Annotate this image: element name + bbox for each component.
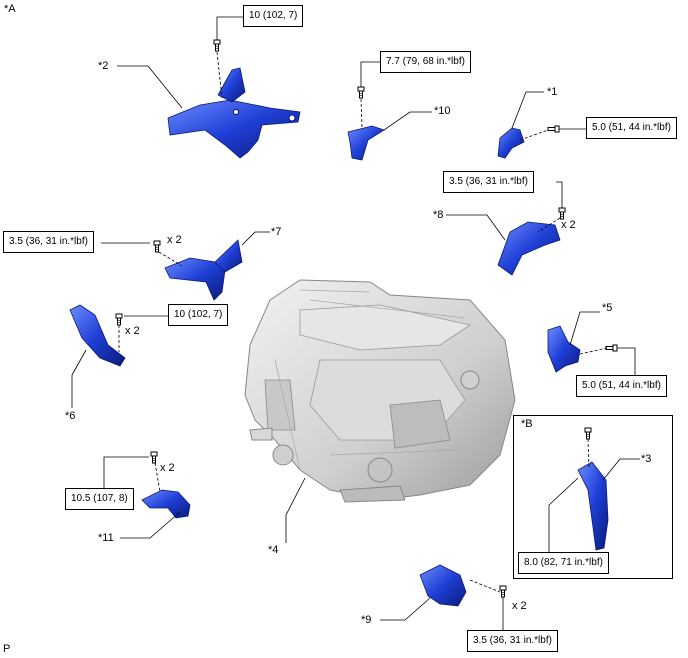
part-label-8: *8 (433, 209, 444, 221)
part-label-7: *7 (271, 226, 282, 238)
bracket-2 (167, 67, 301, 159)
bracket-5 (547, 325, 581, 373)
torque-box-11: 10.5 (107, 8) (65, 488, 134, 510)
part-label-11: *11 (98, 532, 114, 544)
part-label-3: *3 (641, 453, 652, 465)
view-label-p: P (3, 643, 11, 655)
inverter-assembly (244, 279, 516, 503)
bracket-8 (497, 221, 561, 276)
bracket-7 (164, 239, 243, 301)
torque-box-9: 3.5 (36, 31 in.*lbf) (467, 630, 558, 652)
part-label-6: *6 (65, 410, 76, 422)
bracket-11 (141, 489, 191, 519)
part-label-4: *4 (268, 544, 279, 556)
torque-box-2: 10 (102, 7) (243, 5, 304, 27)
torque-box-10: 7.7 (79, 68 in.*lbf) (380, 51, 471, 73)
torque-box-6: 10 (102, 7) (168, 304, 229, 326)
part-label-9: *9 (361, 614, 372, 626)
view-b-frame (513, 415, 673, 579)
quantity-6: x 2 (125, 325, 140, 337)
bracket-6 (69, 304, 126, 367)
torque-box-8: 3.5 (36, 31 in.*lbf) (443, 171, 534, 193)
part-label-5: *5 (602, 302, 613, 314)
bracket-9 (419, 564, 467, 607)
quantity-9: x 2 (512, 600, 527, 612)
part-label-2: *2 (98, 60, 109, 72)
bracket-10 (347, 125, 385, 161)
torque-box-5: 5.0 (51, 44 in.*lbf) (576, 375, 667, 397)
quantity-8: x 2 (561, 219, 576, 231)
view-label-b: *B (521, 418, 533, 430)
torque-box-3: 8.0 (82, 71 in.*lbf) (518, 552, 609, 574)
bracket-3 (577, 461, 609, 551)
bracket-1 (497, 127, 525, 159)
part-label-10: *10 (434, 105, 451, 117)
view-label-a: *A (4, 3, 16, 15)
torque-box-1: 5.0 (51, 44 in.*lbf) (586, 117, 677, 139)
torque-box-7: 3.5 (36, 31 in.*lbf) (3, 231, 94, 253)
part-label-1: *1 (547, 86, 558, 98)
quantity-7: x 2 (167, 234, 182, 246)
quantity-11: x 2 (160, 462, 175, 474)
